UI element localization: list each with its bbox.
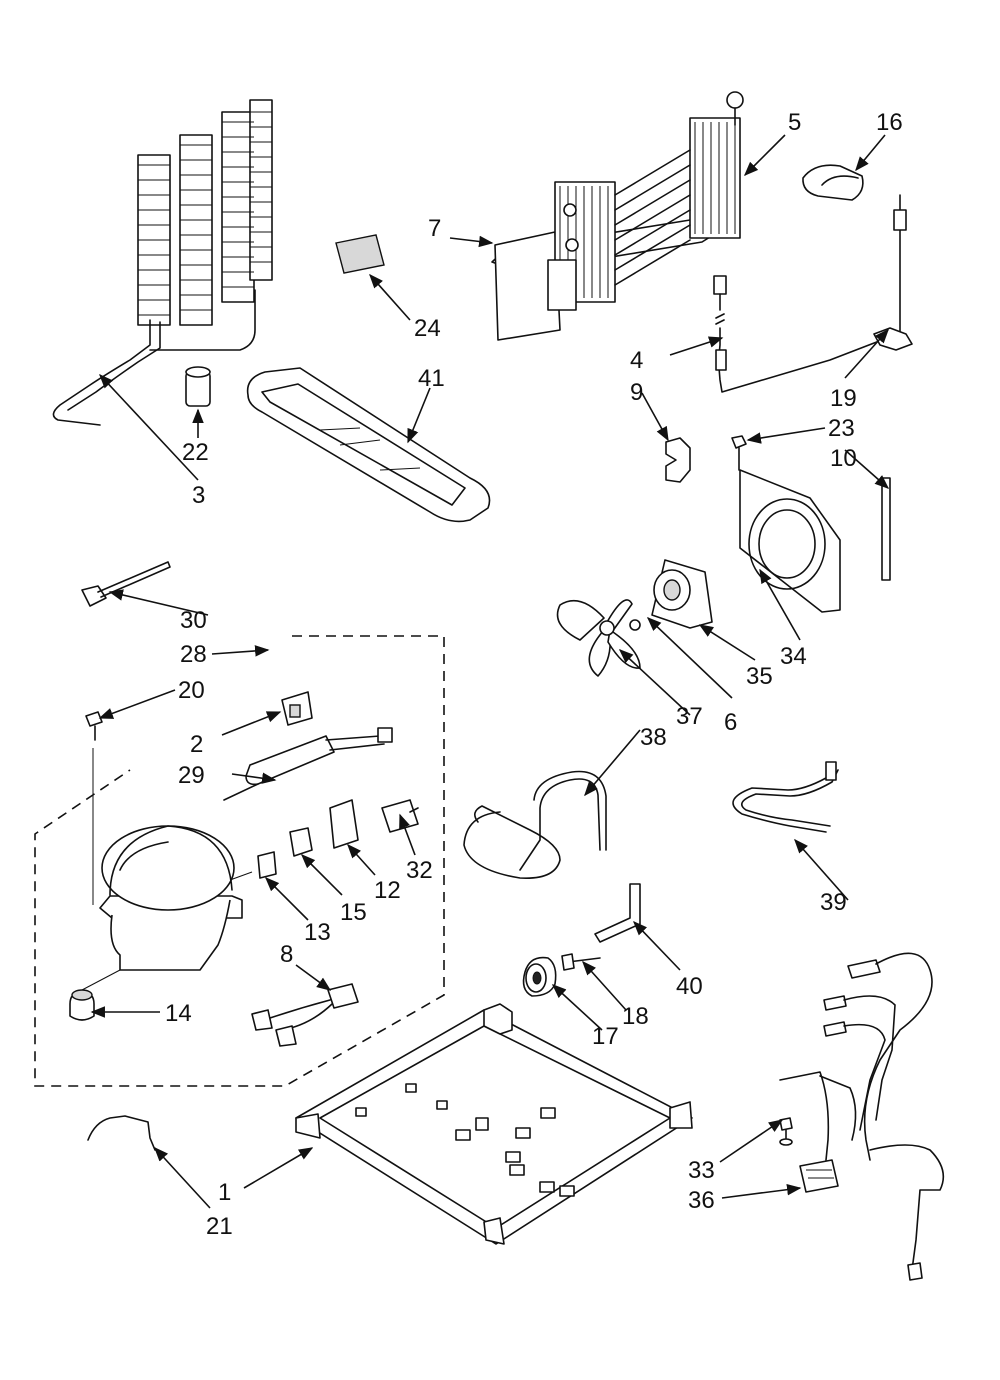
callout-13: 13: [304, 919, 331, 946]
callout-17: 17: [592, 1023, 619, 1050]
part-14-grommet: [69, 969, 121, 1021]
compressor-group-boundary: [34, 635, 445, 1087]
callout-33: 33: [688, 1157, 715, 1184]
part-2-relay: [281, 691, 313, 726]
part-4-sensor-wire: [713, 194, 907, 393]
callout-35: 35: [746, 663, 773, 690]
fan-motor-part: [651, 559, 713, 629]
callout-37: 37: [676, 703, 703, 730]
callout-36: 36: [688, 1187, 715, 1214]
part-40-tube: [594, 883, 641, 943]
callout-29: 29: [178, 762, 205, 789]
part-18-screw: [561, 953, 601, 971]
callout-5: 5: [788, 109, 801, 136]
callout-6: 6: [724, 709, 737, 736]
callout-22: 22: [182, 439, 209, 466]
callout-38: 38: [640, 724, 667, 751]
part-24-pad: [335, 234, 385, 274]
part-12-overload: [329, 799, 359, 849]
part-21-wire-clip: [87, 1115, 156, 1151]
evaporator-assembly-part: [491, 91, 744, 341]
base-frame-part: [295, 1003, 693, 1245]
part-29-drier: [223, 727, 393, 801]
part-10-strip: [881, 477, 891, 581]
callout-2: 2: [190, 731, 203, 758]
callout-12: 12: [374, 877, 401, 904]
part-30-cable-tie: [81, 561, 171, 607]
fan-blade-part: [556, 599, 641, 677]
callout-20: 20: [178, 677, 205, 704]
callout-4: 4: [630, 347, 643, 374]
condenser-coil-part: [52, 99, 273, 426]
callout-8: 8: [280, 941, 293, 968]
callout-39: 39: [820, 889, 847, 916]
part-9-bracket: [665, 437, 691, 483]
callout-labels: 1 2 3 4 5 6 7 8 9 10 12 13 14 15 16 17 1…: [165, 109, 903, 1240]
fan-shroud-part: [739, 469, 841, 613]
callout-14: 14: [165, 1000, 192, 1027]
callout-3: 3: [192, 482, 205, 509]
part-8-harness: [251, 983, 359, 1047]
callout-32: 32: [406, 857, 433, 884]
drain-pan-part: [246, 367, 491, 523]
part-15-connector: [289, 827, 313, 857]
callout-24: 24: [414, 315, 441, 342]
callout-7: 7: [428, 215, 441, 242]
callout-23: 23: [828, 415, 855, 442]
part-22-shape: [185, 366, 211, 407]
part-13-terminal: [257, 851, 277, 879]
callout-30: 30: [180, 607, 207, 634]
callout-21: 21: [206, 1213, 233, 1240]
part-16-cap: [802, 164, 864, 201]
leader-lines: [90, 134, 890, 1209]
callout-41: 41: [418, 365, 445, 392]
wiring-harness-part: [779, 952, 945, 1281]
part-38-tube: [463, 770, 607, 879]
callout-40: 40: [676, 973, 703, 1000]
callout-10: 10: [830, 445, 857, 472]
callout-19: 19: [830, 385, 857, 412]
callout-9: 9: [630, 379, 643, 406]
callout-15: 15: [340, 899, 367, 926]
part-17-roller: [522, 956, 557, 997]
callout-34: 34: [780, 643, 807, 670]
callout-16: 16: [876, 109, 903, 136]
callout-18: 18: [622, 1003, 649, 1030]
part-39-hose: [732, 761, 839, 833]
part-23-screw: [731, 435, 747, 471]
callout-1: 1: [218, 1179, 231, 1206]
callout-28: 28: [180, 641, 207, 668]
compressor-part: [99, 825, 253, 971]
part-20-bolt: [85, 711, 103, 905]
